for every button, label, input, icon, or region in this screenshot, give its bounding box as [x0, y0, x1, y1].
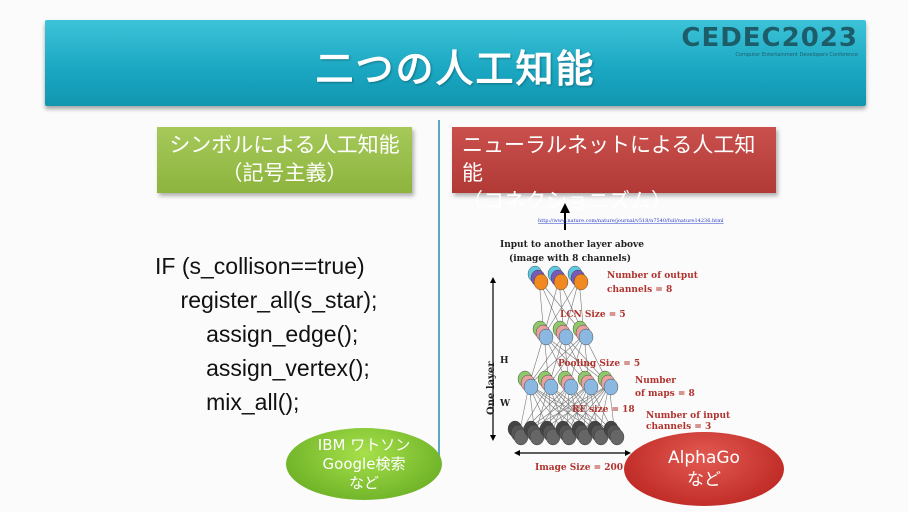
header-line: ニューラルネットによる人工知能 [462, 133, 756, 185]
neuron-node [553, 273, 569, 291]
symbolic-examples-oval: IBM ワトソン Google検索 など [286, 428, 442, 500]
top-label: (image with 8 channels) [509, 253, 631, 264]
cedec-logo: CEDEC2023 Computer Entertainment Develop… [681, 23, 858, 58]
neuron-node [578, 328, 594, 346]
divider [438, 120, 440, 472]
label: of maps = 8 [635, 389, 695, 399]
neuron-node [523, 378, 539, 396]
code-line: IF (s_collison==true) [155, 253, 365, 279]
oval-line: など [348, 473, 379, 492]
code-line: assign_edge(); [155, 321, 359, 347]
neuron-node [558, 328, 574, 346]
neuron-node [609, 428, 625, 446]
label: Number [635, 376, 676, 386]
label: Number of input [646, 411, 731, 421]
w-label: W [499, 399, 511, 409]
connection [548, 384, 616, 436]
label: Number of output [607, 271, 699, 281]
oval-line: AlphaGo [668, 448, 740, 468]
code-line: assign_vertex(); [155, 355, 370, 381]
neuron-node [543, 378, 559, 396]
slide-title: 二つの人工知能 [315, 47, 596, 91]
label: Image Size = 200 [535, 463, 623, 473]
source-link[interactable]: http://www.nature.com/nature/journal/v51… [538, 218, 724, 224]
header-line: （記号主義） [221, 161, 348, 185]
oval-line: Google検索 [322, 454, 406, 473]
label: Pooling Size = 5 [558, 359, 640, 369]
oval-line: など [687, 470, 721, 490]
code-block: IF (s_collison==true) register_all(s_sta… [155, 249, 377, 419]
code-line: mix_all(); [155, 389, 300, 415]
label: channels = 8 [607, 285, 672, 295]
connection [518, 384, 550, 436]
oval-line: IBM ワトソン [317, 435, 411, 454]
neuron-node [583, 378, 599, 396]
h-label: H [500, 356, 509, 366]
connection [566, 384, 590, 436]
neuron-node [533, 273, 549, 291]
one-layer-label: One layer [486, 361, 497, 415]
label: channels = 3 [646, 422, 711, 432]
cnn-diagram: http://www.nature.com/nature/journal/v51… [486, 203, 731, 473]
neuron-node [603, 378, 619, 396]
code-line: register_all(s_star); [155, 287, 378, 313]
connection [528, 384, 600, 436]
label: RF size = 18 [572, 405, 635, 415]
neural-examples-oval: AlphaGo など [624, 432, 784, 506]
title-bar: 二つの人工知能 CEDEC2023 Computer Entertainment… [45, 20, 866, 106]
label: LCN Size = 5 [560, 310, 626, 320]
top-label: Input to another layer above [500, 240, 644, 250]
neuron-node [563, 378, 579, 396]
header-line: シンボルによる人工知能 [169, 133, 400, 157]
symbolic-ai-header: シンボルによる人工知能 （記号主義） [157, 127, 412, 193]
neural-ai-header: ニューラルネットによる人工知能 （コネクショニズム） [452, 127, 776, 213]
neuron-node [573, 273, 589, 291]
neuron-node [538, 328, 554, 346]
